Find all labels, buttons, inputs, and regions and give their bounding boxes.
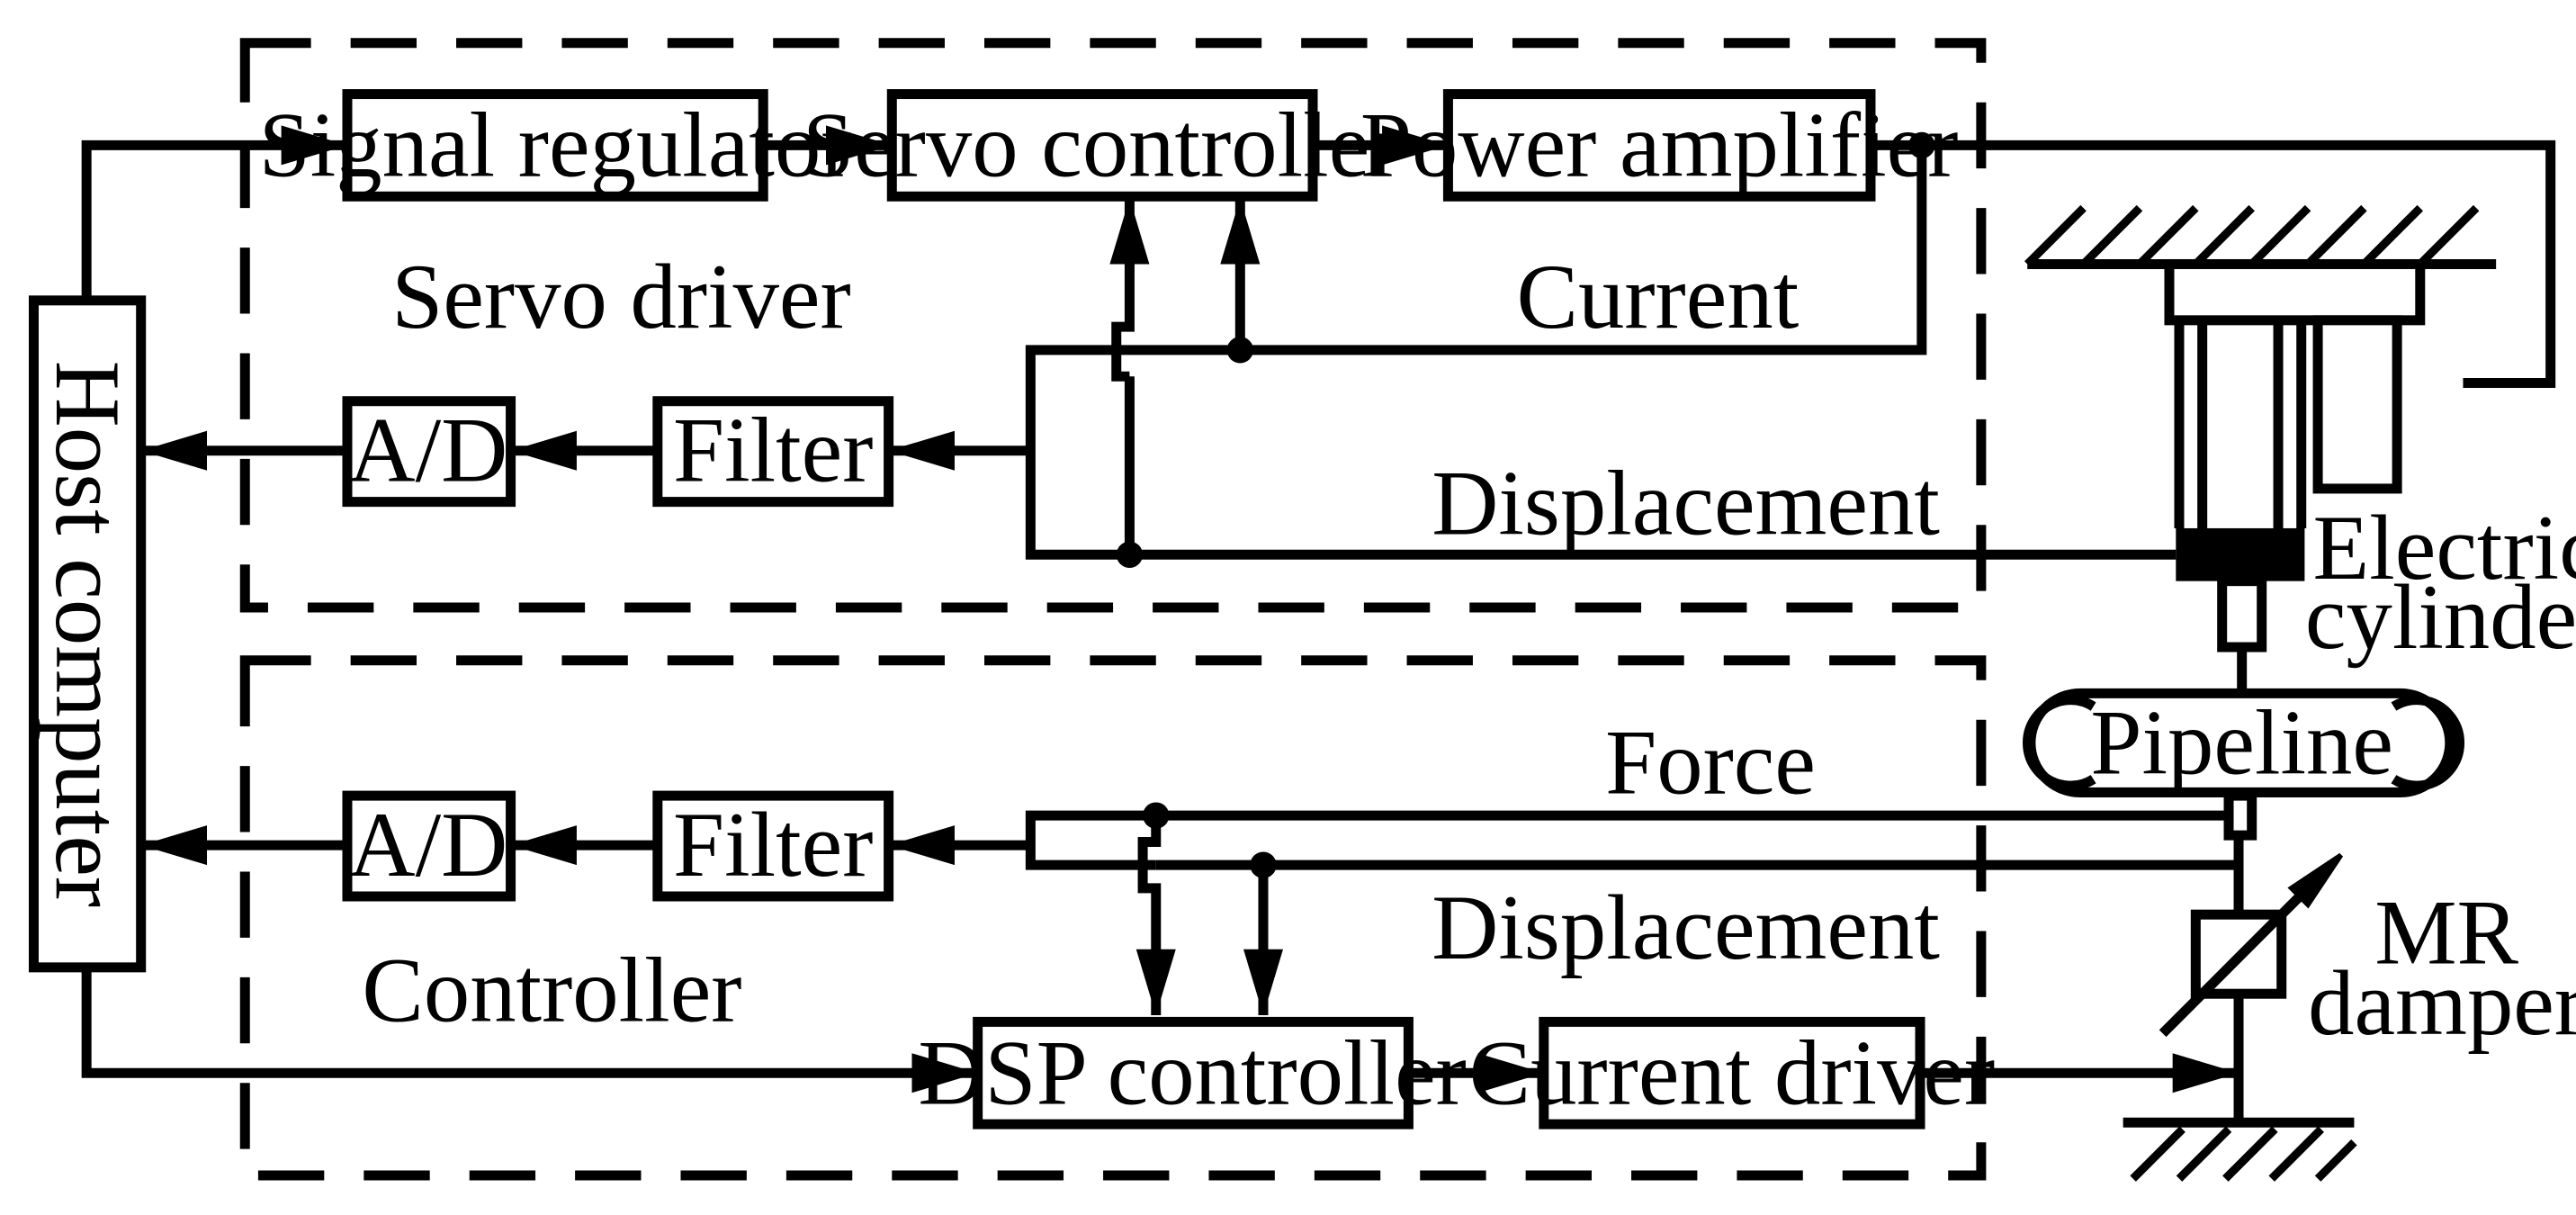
ad-top-box (342, 396, 516, 508)
host-computer-box (28, 295, 147, 973)
current-feedback-line (1025, 145, 1927, 560)
servo-driver-group (239, 38, 1987, 613)
displacement-bottom-label: Displacement (1432, 877, 1940, 979)
host-computer-label: Host computer (36, 361, 139, 908)
dsp-controller-box (973, 1016, 1414, 1130)
current-driver-label: Current driver (1469, 1022, 1996, 1124)
junction-dot (1908, 131, 1935, 159)
host-to-regulator-line (81, 125, 347, 301)
controller-label: Controller (362, 940, 741, 1042)
junction-dot (1116, 541, 1144, 568)
current-driver-box (1539, 1016, 1925, 1130)
mr-damper-label-line2: damper (2308, 952, 2576, 1055)
junction-dot (1143, 802, 1170, 829)
force-label: Force (1605, 711, 1816, 814)
amplifier-to-cylinder-line (1870, 140, 2556, 389)
electric-cylinder-label-line2: cylinder (2305, 566, 2576, 669)
power-amplifier-box (1442, 89, 1876, 202)
displacement-top-label: Displacement (1432, 452, 1940, 554)
servo-driver-label: Servo driver (391, 246, 851, 348)
filter-bottom-box (652, 790, 894, 902)
junction-dot (1250, 851, 1277, 878)
bottom-ground-icon (2123, 1117, 2357, 1182)
signal-regulator-box (342, 89, 768, 202)
filter-top-box (652, 396, 894, 508)
ad-bottom-label: A/D (348, 794, 507, 896)
filter-bottom-label: Filter (673, 794, 874, 896)
mr-damper-label-line1: MR (2374, 881, 2518, 984)
electric-cylinder-label-line1: Electric (2312, 497, 2576, 599)
ad-bottom-box (342, 790, 516, 902)
servo-controller-box (886, 89, 1318, 202)
servo-controller-label: Servo controller (803, 94, 1401, 196)
pipeline-label: Pipeline (2090, 691, 2393, 794)
junction-dot (1226, 337, 1253, 364)
pipeline-icon: Pipeline (2023, 688, 2465, 797)
signal-regulator-label: Signal regulator (259, 94, 852, 196)
host-to-dsp-line (81, 967, 978, 1094)
crossover-hop-top (1109, 198, 1150, 382)
current-label: Current (1517, 246, 1800, 348)
electric-cylinder-icon (2164, 258, 2426, 694)
filter-top-label: Filter (673, 400, 874, 502)
force-line (1025, 810, 2230, 870)
cylinder-clamp (2176, 527, 2305, 581)
mr-damper-icon (2159, 790, 2344, 1123)
ad-top-label: A/D (348, 400, 507, 502)
power-amplifier-label: Power amplifier (1360, 94, 1959, 196)
dsp-controller-label: DSP controller (918, 1022, 1467, 1124)
top-ground-icon (2024, 204, 2497, 269)
controller-group (239, 655, 1987, 1181)
dsp-force-arrow (1135, 815, 1176, 1016)
